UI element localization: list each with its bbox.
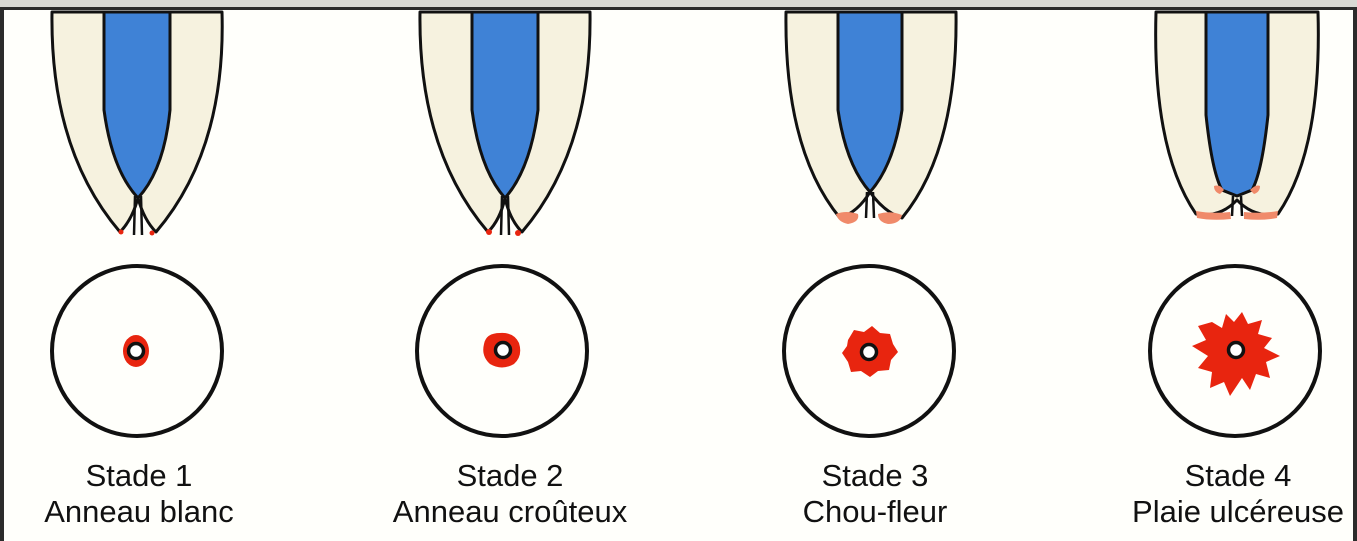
stage-3-caption: Stade 3 Chou-fleur	[725, 458, 1025, 530]
stage-1-lesion-mark	[119, 230, 124, 235]
stage-2-title: Stade 2	[360, 458, 660, 494]
stage-2-teat-end-view	[417, 266, 587, 436]
stage-2-lesion-mark	[515, 230, 521, 236]
stage-1-subtitle: Anneau blanc	[0, 494, 289, 530]
stage-3-subtitle: Chou-fleur	[725, 494, 1025, 530]
stage-4-caption: Stade 4 Plaie ulcéreuse	[1088, 458, 1357, 530]
stage-3-lesion-mark	[878, 212, 902, 224]
stage-2-caption: Stade 2 Anneau croûteux	[360, 458, 660, 530]
stage-2-subtitle: Anneau croûteux	[360, 494, 660, 530]
stage-2-lesion-mark	[486, 229, 492, 235]
stage-3-teat-section	[786, 12, 956, 224]
stage-2-canal-opening	[496, 343, 511, 358]
stage-1-teat-end-view	[52, 266, 222, 436]
stage-3-lesion-mark	[836, 212, 858, 224]
stage-4-teat-section	[1156, 12, 1319, 220]
stage-4-title: Stade 4	[1088, 458, 1357, 494]
stage-4-teat-end-view	[1150, 266, 1320, 436]
stage-4-subtitle: Plaie ulcéreuse	[1088, 494, 1357, 530]
stage-3-canal-opening	[862, 345, 877, 360]
stage-3-canal-line	[866, 192, 874, 218]
stage-1-canal-opening	[129, 344, 144, 359]
stage-1-lesion-mark	[150, 231, 155, 236]
stage-1-caption: Stade 1 Anneau blanc	[0, 458, 289, 530]
stage-3-teat-end-view	[784, 266, 954, 436]
stage-3-title: Stade 3	[725, 458, 1025, 494]
stage-2-teat-section	[420, 12, 590, 236]
stage-4-teat-canal	[1206, 12, 1268, 196]
stage-1-title: Stade 1	[0, 458, 289, 494]
stage-1-teat-section	[52, 12, 222, 236]
stage-4-canal-opening	[1229, 343, 1244, 358]
